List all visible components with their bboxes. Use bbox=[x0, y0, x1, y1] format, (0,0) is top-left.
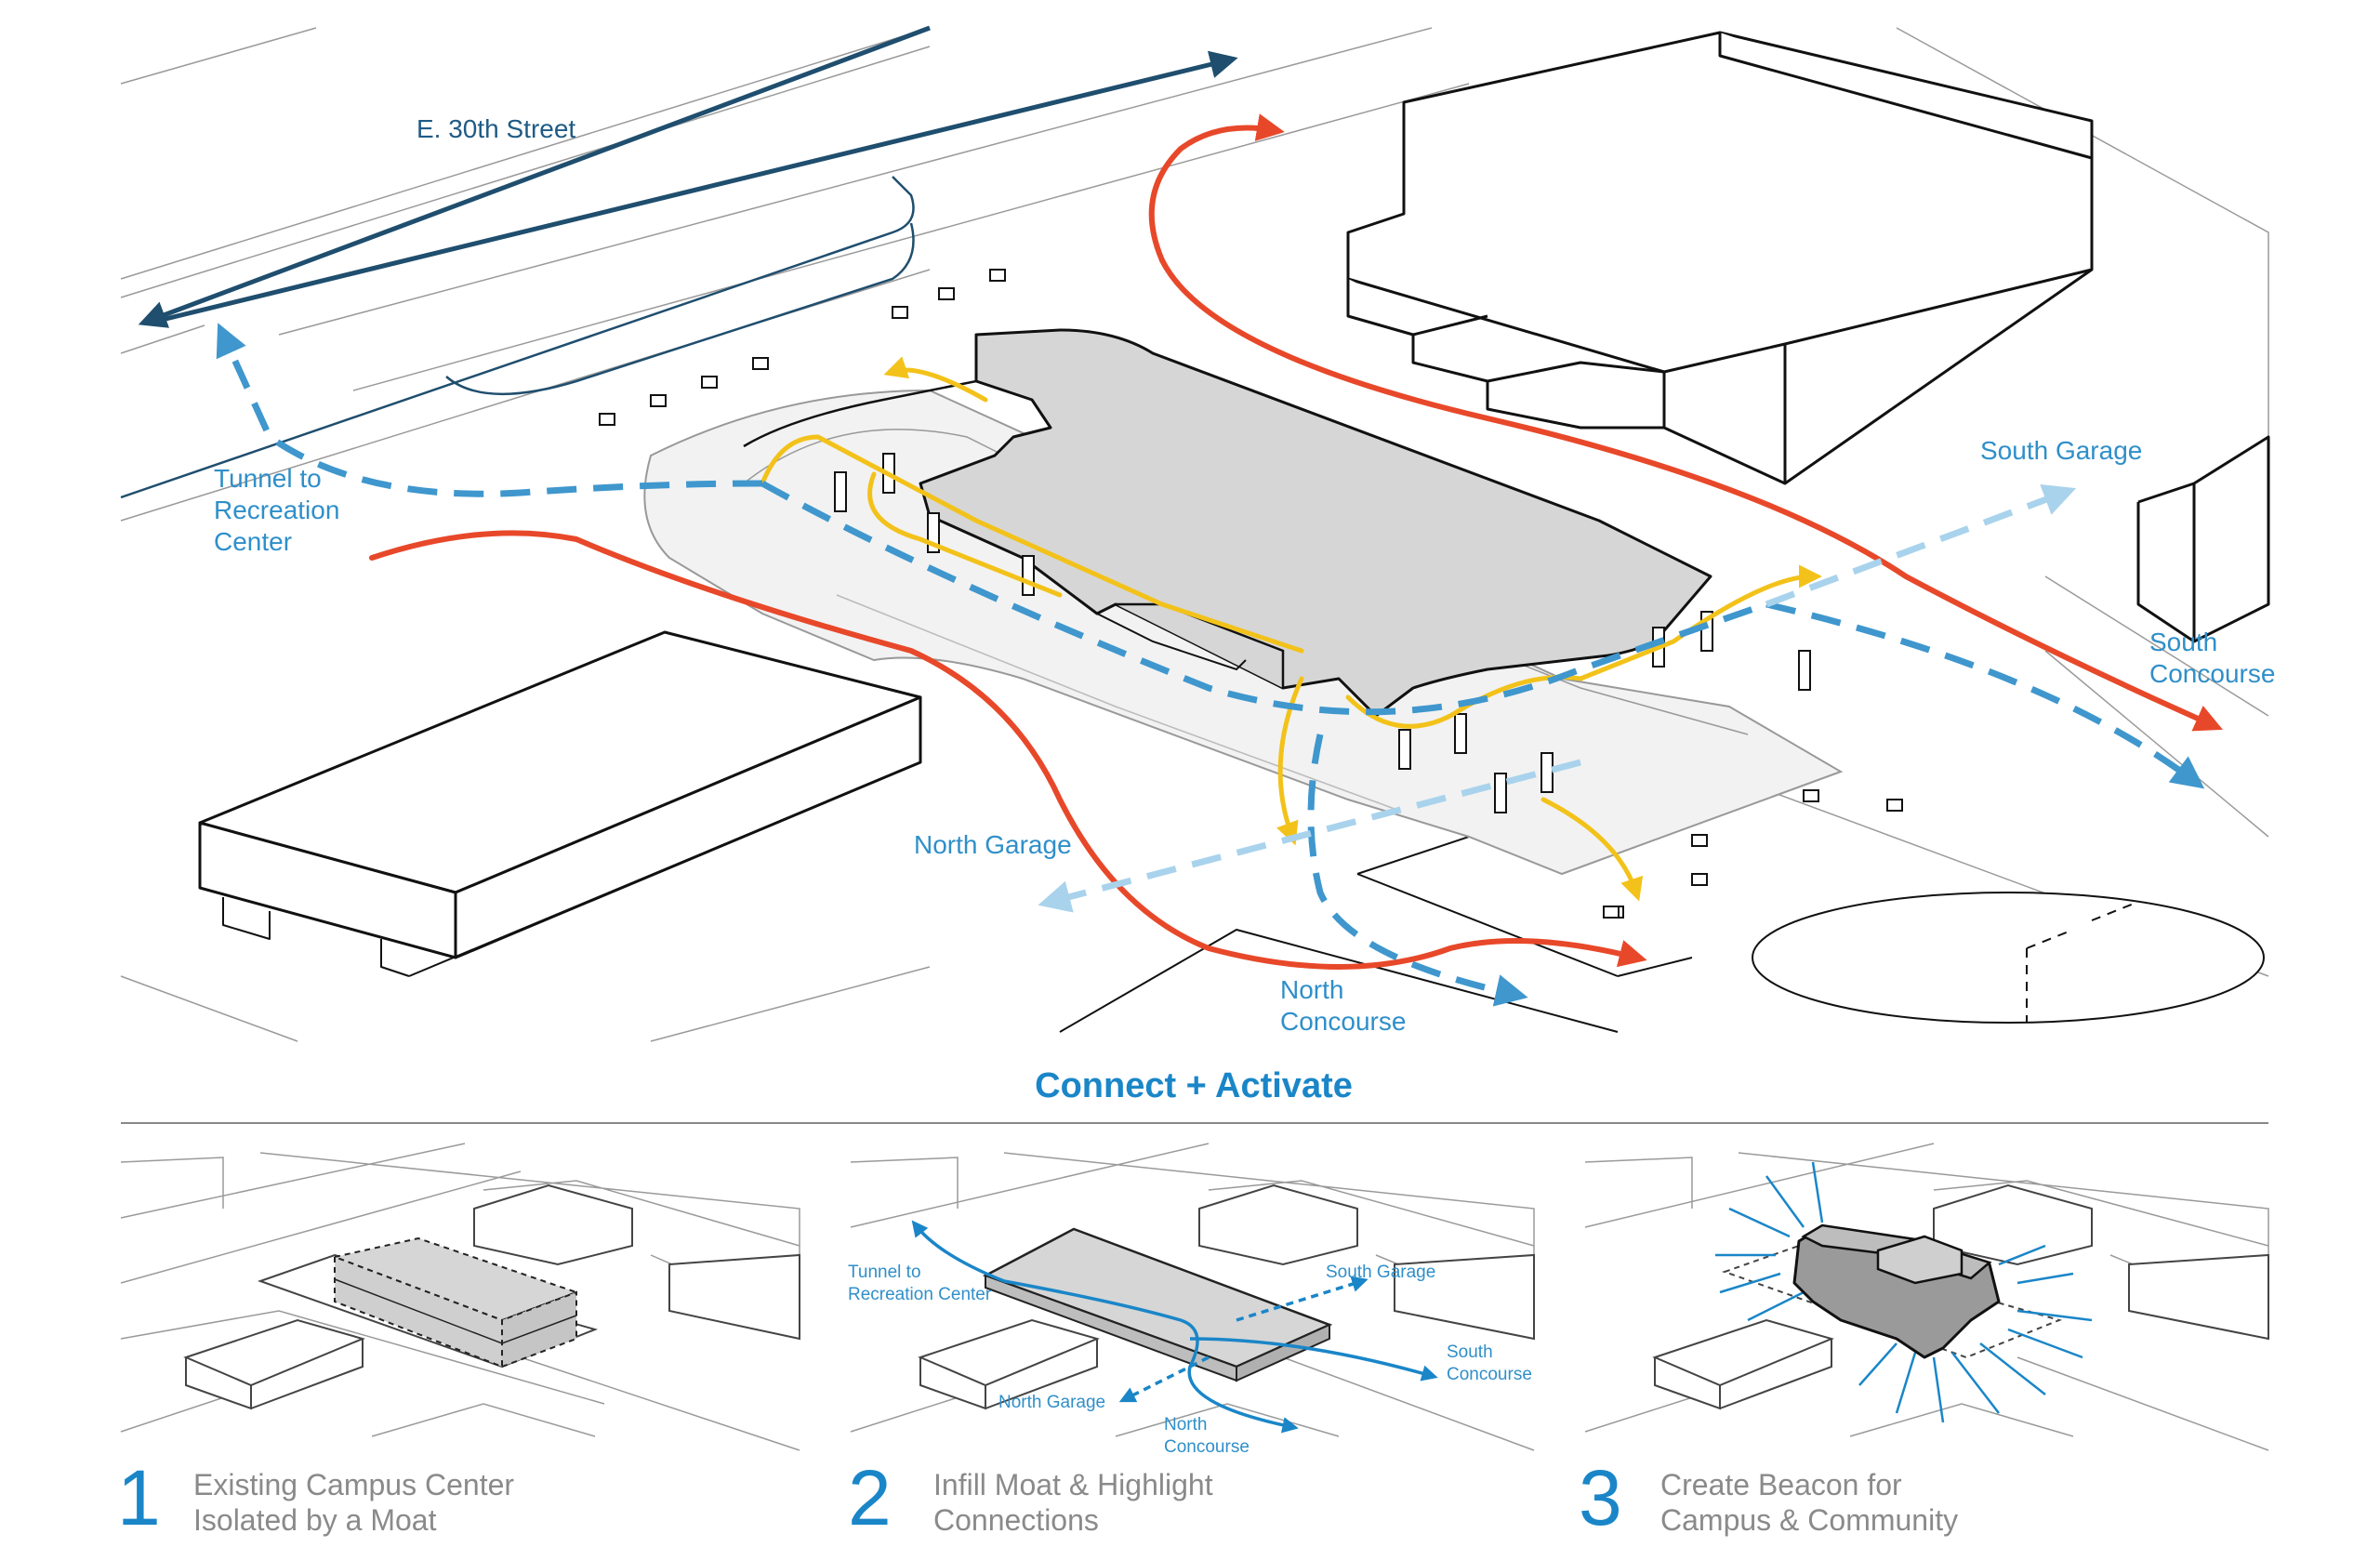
circular-plaza bbox=[1752, 892, 2265, 1024]
step-2-label-tunnel-line1: Tunnel to bbox=[848, 1263, 921, 1282]
label-north-concourse-line2: Concourse bbox=[1280, 1007, 1406, 1036]
label-tunnel-line2: Recreation bbox=[214, 496, 339, 524]
step-2-panel: Tunnel to Recreation Center South Garage… bbox=[848, 1143, 1535, 1541]
step-3-buildings bbox=[1652, 1183, 2269, 1410]
step-1-panel: 1 Existing Campus Center Isolated by a M… bbox=[117, 1143, 800, 1541]
step-3-caption: Create Beacon for Campus & Community bbox=[1660, 1468, 1958, 1537]
yellow-circulation bbox=[760, 356, 1822, 902]
step-1-caption-line2: Isolated by a Moat bbox=[193, 1503, 437, 1537]
blue-dashed-routes bbox=[216, 323, 2205, 1007]
step-1-moat-outline bbox=[257, 1253, 599, 1368]
label-north-concourse-line1: North bbox=[1280, 975, 1343, 1004]
street-lanes bbox=[120, 25, 1238, 499]
step-3-panel: 3 Create Beacon for Campus & Community bbox=[1579, 1143, 2269, 1541]
step-2-campus-block bbox=[982, 1227, 1333, 1382]
label-south-concourse-line2: Concourse bbox=[2149, 659, 2275, 688]
step-2-caption-line1: Infill Moat & Highlight bbox=[933, 1468, 1213, 1501]
step-2-label-south-concourse-line2: Concourse bbox=[1447, 1365, 1532, 1384]
step-2-label-south-garage: South Garage bbox=[1326, 1263, 1435, 1282]
step-1-caption-line1: Existing Campus Center bbox=[193, 1468, 514, 1501]
left-slab-building bbox=[198, 630, 922, 977]
bollards bbox=[599, 269, 1903, 919]
section-title: Connect + Activate bbox=[1035, 1066, 1353, 1105]
step-1-campus-block bbox=[331, 1236, 579, 1368]
step-2-number: 2 bbox=[848, 1454, 892, 1541]
step-2-caption-line2: Connections bbox=[933, 1503, 1099, 1537]
step-1-number: 1 bbox=[117, 1454, 161, 1541]
step-2-buildings bbox=[918, 1183, 1535, 1410]
label-tunnel: Tunnel to Recreation Center bbox=[214, 464, 347, 556]
step-2-label-north-concourse-line1: North bbox=[1164, 1415, 1207, 1435]
step-3-caption-line2: Campus & Community bbox=[1660, 1503, 1958, 1537]
step-2-label-south-concourse: South Concourse bbox=[1447, 1342, 1532, 1384]
step-2-label-north-garage: North Garage bbox=[998, 1393, 1105, 1412]
step-2-label-tunnel: Tunnel to Recreation Center bbox=[848, 1263, 992, 1304]
step-3-caption-line1: Create Beacon for bbox=[1660, 1468, 1902, 1501]
step-2-routes bbox=[911, 1220, 1438, 1434]
step-1-buildings bbox=[183, 1183, 800, 1410]
label-north-garage: North Garage bbox=[914, 830, 1072, 859]
label-north-concourse: North Concourse bbox=[1280, 975, 1406, 1036]
step-3-number: 3 bbox=[1579, 1454, 1622, 1541]
main-axonometric: E. 30th Street Tunnel to Recreation Cent… bbox=[120, 25, 2275, 1042]
columns bbox=[834, 453, 1811, 813]
step-3-beacon-rays bbox=[1715, 1161, 2093, 1423]
step-2-label-tunnel-line2: Recreation Center bbox=[848, 1285, 992, 1304]
label-tunnel-line1: Tunnel to bbox=[214, 464, 322, 493]
step-2-label-north-concourse: North Concourse bbox=[1164, 1415, 1250, 1457]
step-2-caption: Infill Moat & Highlight Connections bbox=[933, 1468, 1221, 1537]
step-1-caption: Existing Campus Center Isolated by a Moa… bbox=[193, 1468, 522, 1537]
step-3-beacon-building bbox=[1792, 1223, 2001, 1359]
campus-center-roof bbox=[743, 328, 1712, 718]
label-south-garage: South Garage bbox=[1980, 436, 2142, 465]
label-street: E. 30th Street bbox=[416, 114, 575, 143]
right-building bbox=[1346, 31, 2270, 643]
label-south-concourse-line1: South bbox=[2149, 628, 2217, 656]
step-2-label-south-concourse-line1: South bbox=[1447, 1342, 1493, 1362]
label-tunnel-line3: Center bbox=[214, 527, 292, 556]
label-south-concourse: South Concourse bbox=[2149, 628, 2275, 688]
red-perimeter-arrows bbox=[369, 113, 2223, 970]
step-2-label-north-concourse-line2: Concourse bbox=[1164, 1437, 1250, 1457]
